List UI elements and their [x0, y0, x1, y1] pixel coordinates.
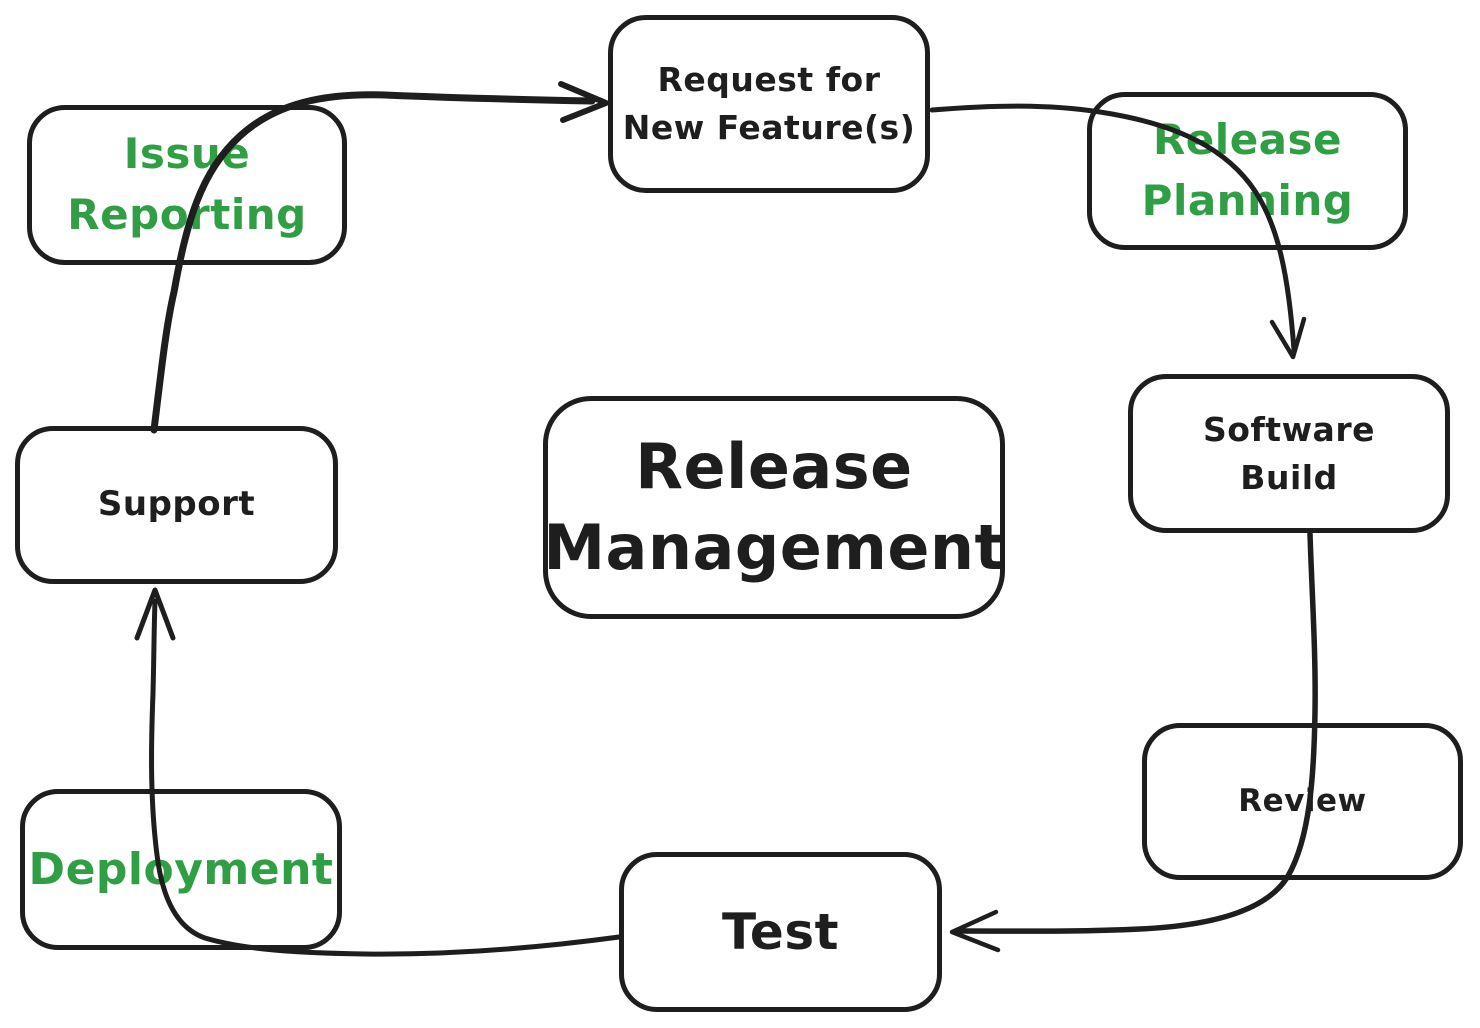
node-label-line: Build [1240, 457, 1338, 497]
node-label-line: Reporting [67, 190, 307, 239]
node-label-line: Test [721, 902, 840, 961]
diagram-title-line: Management [543, 510, 1005, 584]
node-label-line: New Feature(s) [622, 108, 916, 147]
arrowhead-into-test-icon [949, 909, 1001, 953]
node-issue-reporting: Issue Reporting [27, 105, 347, 265]
node-label-line: Support [97, 484, 256, 525]
node-label-line: Request for [657, 60, 881, 100]
node-label-line: Deployment [28, 843, 334, 895]
arrowhead-into-request-icon [558, 81, 609, 123]
node-label-line: Issue [123, 129, 251, 179]
node-request-for-new-features: Request for New Feature(s) [608, 15, 930, 193]
node-test: Test [619, 852, 942, 1012]
node-deployment: Deployment [20, 789, 342, 950]
node-label-line: Release [1152, 115, 1343, 165]
node-support: Support [15, 426, 338, 584]
node-release-planning: Release Planning [1087, 92, 1408, 250]
diagram-title-line: Release [635, 429, 913, 503]
diagram-title-box: Release Management [543, 396, 1005, 619]
node-label-line: Review [1238, 783, 1367, 820]
node-review: Review [1142, 723, 1463, 880]
node-label-line: Planning [1141, 176, 1354, 225]
arrowhead-into-software-build-icon [1269, 316, 1307, 360]
arrowhead-into-support-icon [134, 587, 176, 641]
node-software-build: Software Build [1128, 374, 1450, 533]
node-label-line: Software [1203, 409, 1375, 449]
